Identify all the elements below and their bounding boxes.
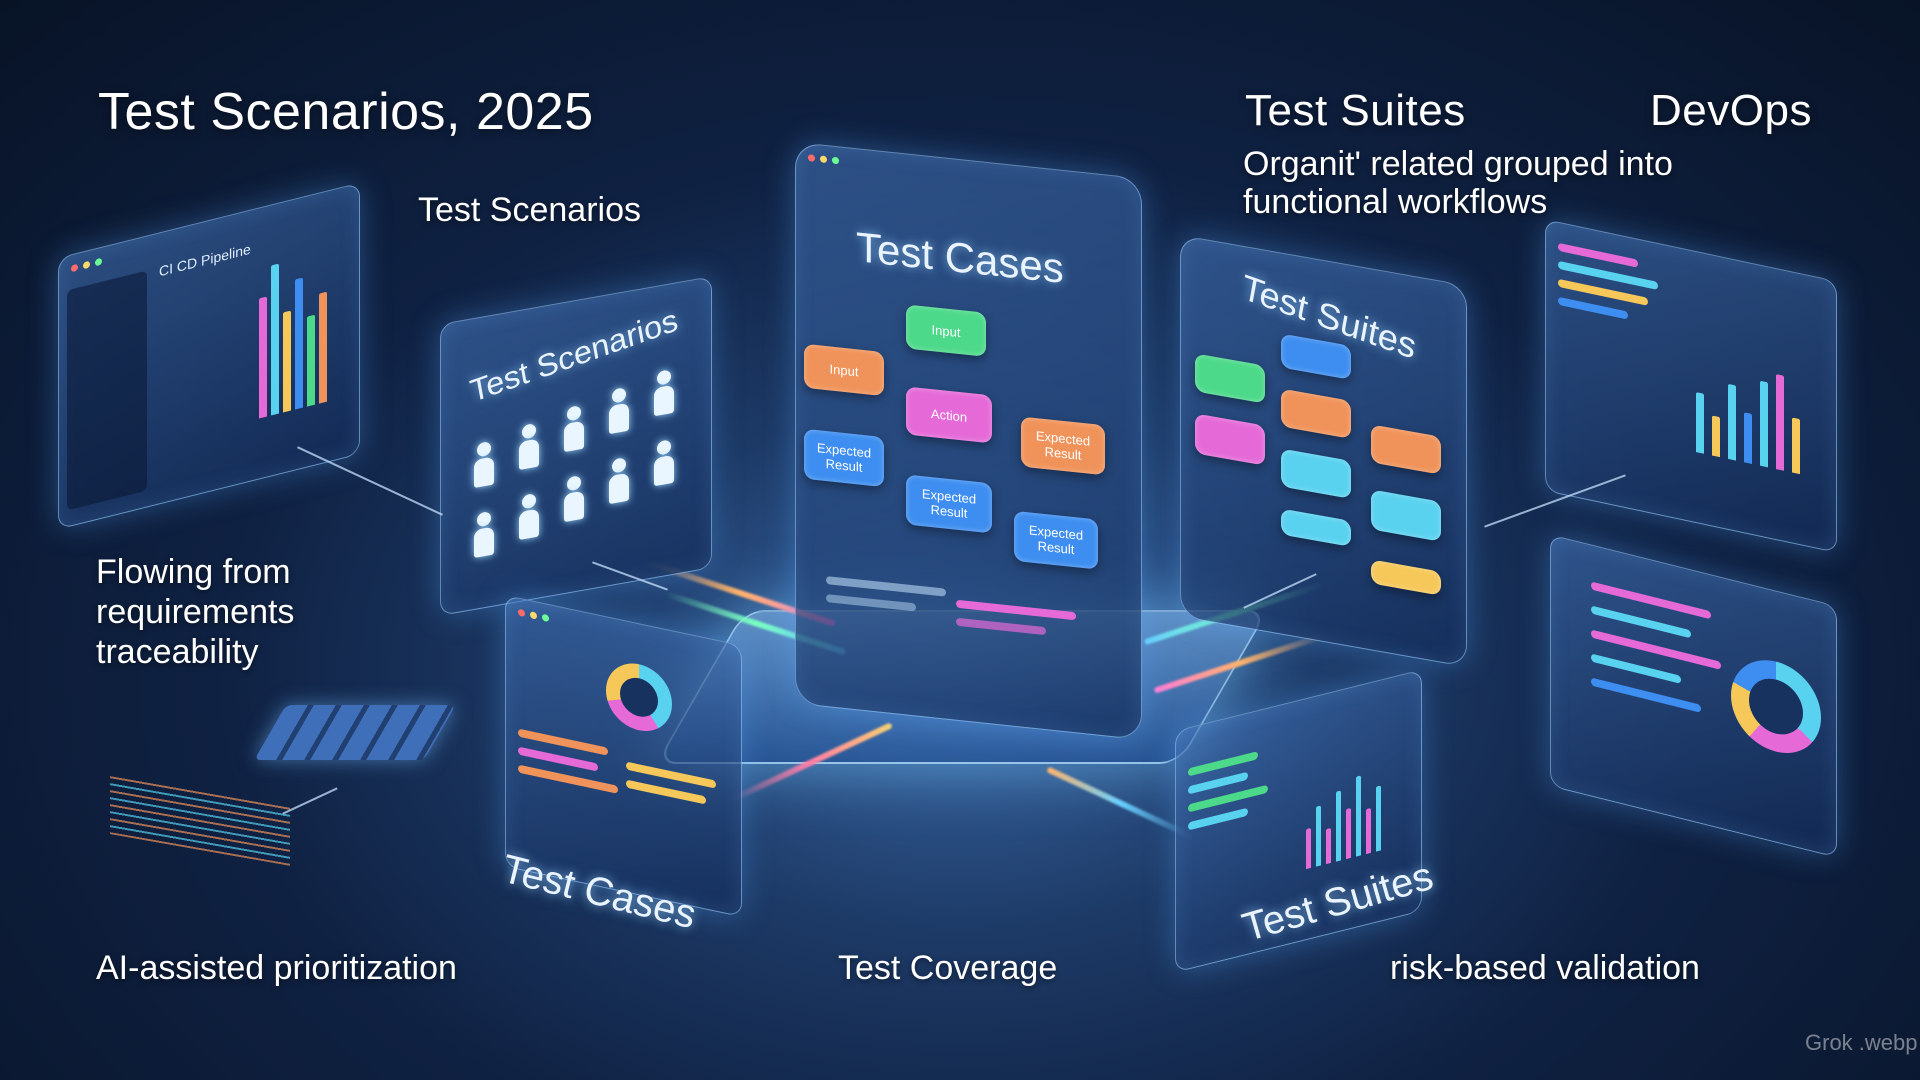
label-devops: DevOps [1650,86,1812,135]
flow-node [1281,448,1351,499]
flow-node-expected-bottom: Expected Result [1014,510,1098,570]
person-icon [516,492,542,543]
watermark: Grok .webp [1805,1030,1918,1055]
flow-node [1195,353,1265,404]
chart-bar [295,277,303,410]
label-risk-validation: risk-based validation [1390,949,1700,987]
person-icon [471,440,497,491]
chart-bar [1376,785,1381,852]
label-ai-prioritization: AI-assisted prioritization [96,949,457,987]
person-icon [516,422,542,473]
flow-label-line2: requirements [96,593,295,631]
person-icon [651,438,677,489]
label-test-scenarios: Test Scenarios [418,191,641,229]
person-icon [561,404,587,455]
progress-bar [1591,677,1701,713]
person-icon [606,456,632,507]
person-icon [471,510,497,561]
flow-node [1281,388,1351,439]
test-scenarios-panel: Test Scenarios [440,276,712,616]
chart-bar [1306,827,1311,870]
devops-dashboard-panel [1545,218,1837,554]
chart-bar [1696,392,1704,454]
panel-title-test-cases: Test Cases [856,223,1064,293]
progress-bar [956,599,1076,621]
chart-bar [1326,827,1331,865]
flow-node-expected-mid: Expected Result [906,474,992,534]
flow-node [1371,489,1441,542]
chart-bar [1760,380,1768,468]
flow-node [1281,508,1351,547]
chart-bar [1712,415,1720,458]
light-beam [1046,766,1194,840]
flow-node-input-top: Input [906,304,986,357]
flow-node-action: Action [906,386,992,444]
main-title: Test Scenarios, 2025 [98,83,594,141]
progress-bar [1188,807,1248,831]
flow-node-input-left: Input [804,343,884,397]
progress-bar [826,576,946,597]
progress-bar [956,617,1046,636]
chart-bar [259,296,267,419]
chart-bar [1744,412,1752,464]
chart-bar [319,291,327,404]
person-icon [561,474,587,525]
chart-bar [307,314,315,407]
progress-bar [518,764,618,794]
flow-node [1371,424,1441,475]
chart-bar [1728,383,1736,461]
flow-label-line3: traceability [96,633,259,671]
risk-dashboard-panel [1550,534,1837,858]
chart-bar [283,310,291,413]
progress-bar [1591,653,1681,684]
chart-bar [1792,417,1800,475]
person-icon [651,368,677,419]
label-test-suites: Test Suites [1245,86,1466,135]
progress-bar [1558,296,1628,320]
suites-description-line2: functional workflows [1243,183,1548,221]
chart-bar [271,263,279,416]
test-suites-panel: Test Suites [1180,234,1467,668]
chart-bar [1346,807,1351,860]
flow-label-line1: Flowing from [96,553,291,591]
chart-bar [1776,374,1784,471]
flow-node [1371,559,1441,596]
sidebar [67,270,147,511]
chart-bar [1336,790,1341,862]
chart-bar [1356,775,1361,857]
chart-bar [1366,807,1371,855]
suites-description-line1: Organit' related grouped into [1243,145,1673,183]
label-test-coverage: Test Coverage [838,949,1058,987]
test-cases-central-panel: Test Cases Input Input Action Expected R… [795,141,1142,741]
window-dots [808,154,839,165]
flow-node [1195,413,1265,466]
window-dots [71,257,102,273]
flow-node-expected-right: Expected Result [1021,416,1105,476]
data-streaks [110,774,290,866]
person-icon [606,386,632,437]
connector-arrow [282,787,338,815]
panel-title-cicd: CI CD Pipeline [159,240,251,280]
progress-bar [826,594,916,612]
panel-title-test-scenarios: Test Scenarios [467,301,681,410]
server-blocks [254,705,456,760]
connector-arrow [297,446,443,516]
window-dots [518,608,549,623]
cicd-pipeline-panel: CI CD Pipeline [58,182,360,530]
chart-bar [1316,805,1321,867]
flow-node-expected-left: Expected Result [804,428,884,488]
